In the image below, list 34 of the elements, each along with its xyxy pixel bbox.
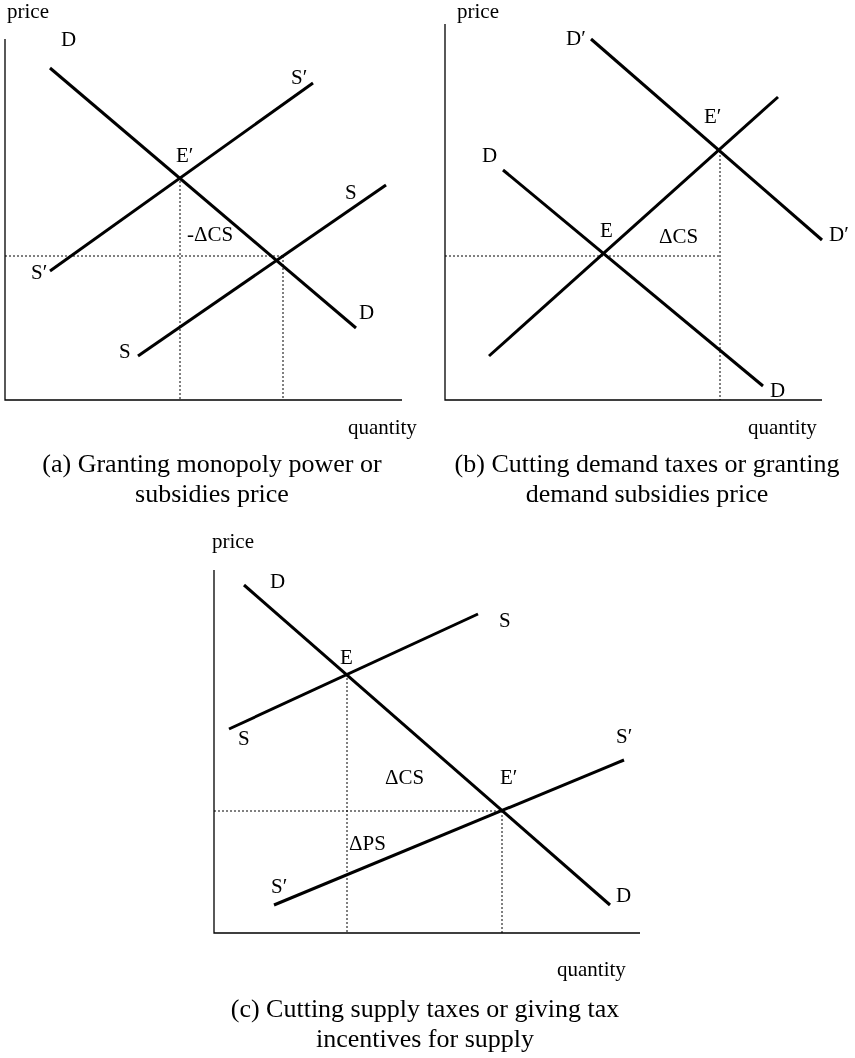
curve-label: D′	[566, 26, 586, 50]
axis-label: quantity	[348, 416, 417, 438]
curve-label: E	[340, 645, 353, 669]
curve-label: -ΔCS	[187, 222, 234, 246]
curve-label: S′	[31, 260, 48, 284]
curve-label: D	[770, 378, 786, 402]
curve-label: D	[482, 143, 498, 167]
curve-label: S	[119, 339, 131, 363]
curve-label: S′	[291, 65, 308, 89]
curve-label: E′	[704, 104, 722, 128]
figure-caption: (c) Cutting supply taxes or giving tax incentives for supply	[229, 994, 621, 1054]
curve-label: S	[499, 608, 511, 632]
curve-label: D	[61, 27, 77, 51]
curve-label: S′	[271, 874, 288, 898]
axis-label: quantity	[557, 958, 626, 980]
curve-label: ΔPS	[349, 831, 386, 855]
figure-caption: (a) Granting monopoly power or subsidies price	[41, 449, 383, 509]
curve-label: S	[345, 180, 357, 204]
curve-label: E	[600, 218, 613, 242]
curve-label: S′	[616, 724, 633, 748]
axis-label: price	[457, 0, 499, 22]
axis-label: price	[212, 530, 254, 552]
curve-label: ΔCS	[385, 765, 425, 789]
curve-label: D	[359, 300, 375, 324]
curve-label: D	[616, 883, 632, 907]
figure-caption: (b) Cutting demand taxes or granting demand subsidies price	[453, 449, 841, 509]
axis-label: price	[7, 0, 49, 22]
curve-label: E′	[176, 143, 194, 167]
curve-label: S	[238, 726, 250, 750]
curve-label: D	[270, 569, 286, 593]
curve-label: D′	[829, 222, 849, 246]
curve-label: ΔCS	[659, 224, 699, 248]
axis-label: quantity	[748, 416, 817, 438]
curve-label: E′	[500, 765, 518, 789]
